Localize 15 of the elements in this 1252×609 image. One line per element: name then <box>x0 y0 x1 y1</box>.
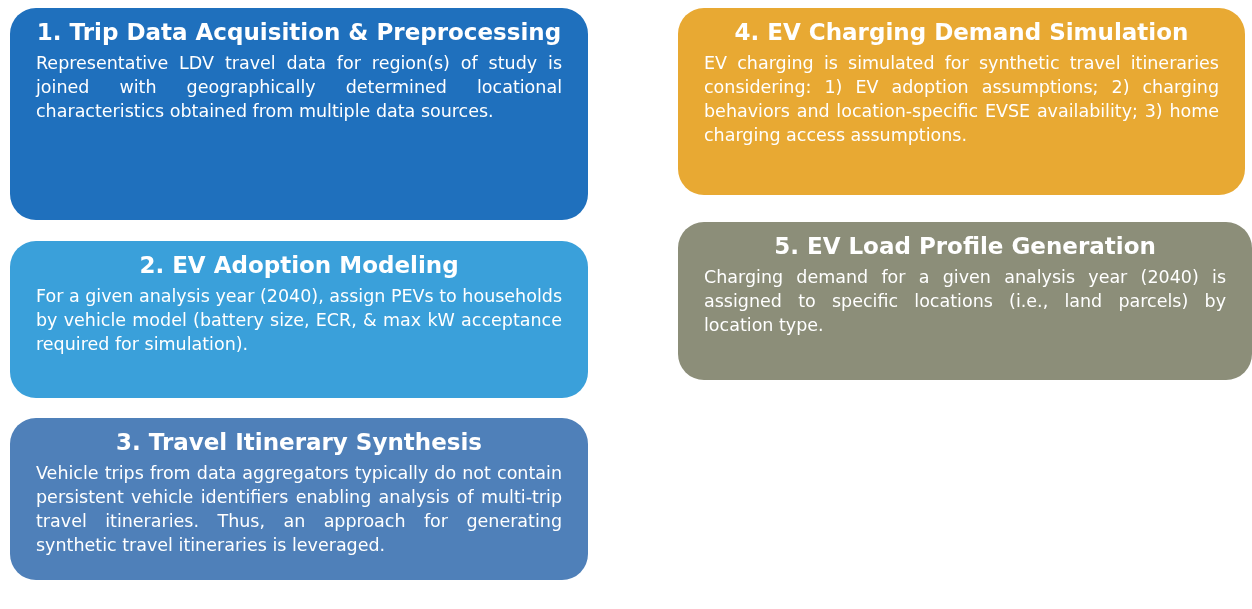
step-card <box>678 8 1245 195</box>
step-card <box>10 418 588 580</box>
step-card <box>10 8 588 220</box>
step-heading: 4. EV Charging Demand Simulation <box>733 18 1190 47</box>
step-description: Charging demand for a given analysis year (2040) is assigned to specific locations (i.e., land parcels) by location type. <box>704 266 1226 337</box>
step-description: For a given analysis year (2040), assign PEVs to households by vehicle model (battery size, ECR, & max kW acceptance required for simulation). <box>36 285 562 356</box>
step-description: EV charging is simulated for synthetic travel itineraries considering: 1) EV adoption assumptions; 2) charging behaviors and location-specific EVSE availability; 3) home charging access assumptions. <box>704 52 1219 147</box>
step-heading: 3. Travel Itinerary Synthesis <box>114 428 483 457</box>
step-heading: 1. Trip Data Acquisition & Preprocessing <box>36 18 562 47</box>
step-description: Representative LDV travel data for region(s) of study is joined with geographically determined locational characteristics obtained from multiple data sources. <box>36 52 562 123</box>
step-heading: 5. EV Load Profile Generation <box>773 232 1157 261</box>
step-heading: 2. EV Adoption Modeling <box>138 251 460 280</box>
step-card <box>10 241 588 398</box>
step-description: Vehicle trips from data aggregators typically do not contain persistent vehicle identifiers enabling analysis of multi-trip travel itineraries. Thus, an approach for generating synthetic travel itineraries is leveraged. <box>36 462 562 557</box>
step-card <box>678 222 1252 380</box>
